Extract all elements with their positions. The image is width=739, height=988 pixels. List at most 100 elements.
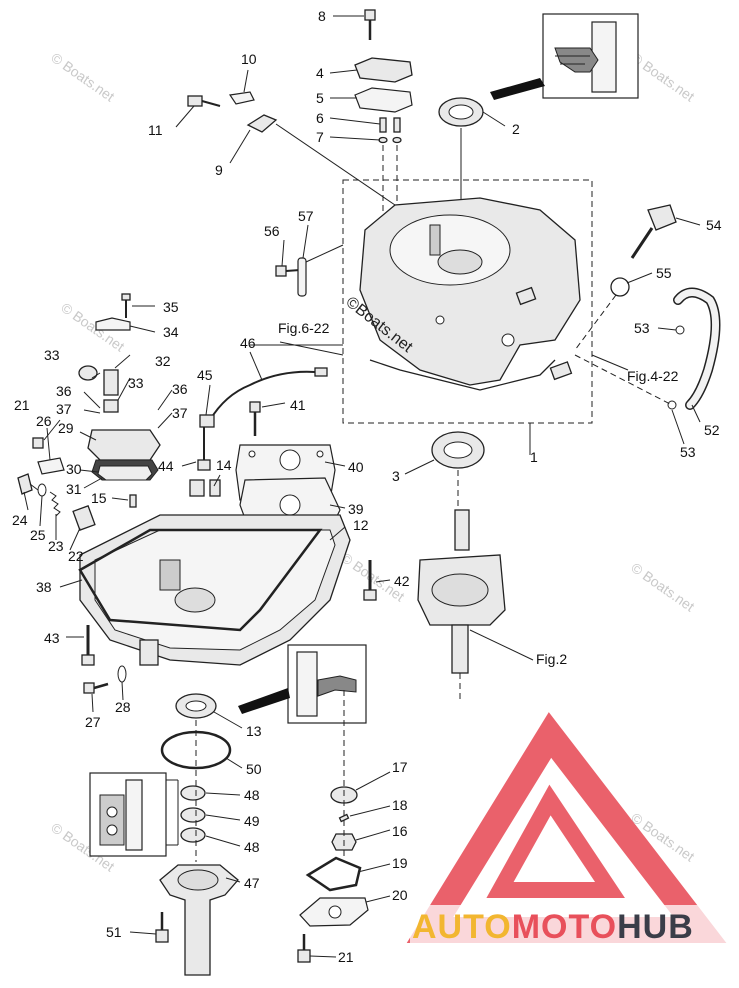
- callout-41: 41: [290, 397, 306, 413]
- callout-50: 50: [246, 761, 262, 777]
- callout-21: 21: [14, 397, 30, 413]
- callout-37b: 37: [172, 405, 188, 421]
- logo-inner-triangle: [486, 784, 625, 898]
- hose-52: [574, 287, 721, 410]
- bolt-21-bottom: [297, 934, 311, 963]
- callout-36: 36: [56, 383, 72, 399]
- gasket-19: [305, 856, 362, 892]
- callout-7: 7: [316, 129, 324, 145]
- callout-22: 22: [68, 548, 84, 564]
- callout-39: 39: [348, 501, 364, 517]
- callout-24: 24: [12, 512, 28, 528]
- bolt-27: [83, 682, 109, 694]
- callout-44: 44: [158, 458, 174, 474]
- seal-stack: [180, 785, 206, 843]
- callout-29: 29: [58, 420, 74, 436]
- callout-4: 4: [316, 65, 324, 81]
- callout-32: 32: [155, 353, 171, 369]
- callout-12: 12: [353, 517, 369, 533]
- callout-17: 17: [392, 759, 408, 775]
- cover-20: [299, 897, 369, 927]
- watermark: © Boats.net: [628, 49, 697, 104]
- callout-16: 16: [392, 823, 408, 839]
- callout-45: 45: [197, 367, 213, 383]
- callout-2: 2: [512, 121, 520, 137]
- callout-19: 19: [392, 855, 408, 871]
- callout-49: 49: [244, 813, 260, 829]
- callout-25: 25: [30, 527, 46, 543]
- pin-18: [338, 813, 350, 823]
- throttle-cable: [189, 367, 328, 497]
- callout-28: 28: [115, 699, 131, 715]
- callout-37: 37: [56, 401, 72, 417]
- crankshaft: [417, 509, 506, 700]
- callout-14: 14: [216, 457, 232, 473]
- inset-detail-lower-left: [89, 772, 179, 857]
- callout-11: 11: [148, 122, 163, 138]
- callout-30: 30: [66, 461, 82, 477]
- bolt-42: [363, 560, 377, 601]
- inset-detail-top: [490, 13, 639, 100]
- callout-26: 26: [36, 413, 52, 429]
- callout-18: 18: [392, 797, 408, 813]
- callout-48b: 48: [244, 839, 260, 855]
- cover-plate-stack: [354, 9, 413, 260]
- assembly-boundary: [342, 179, 593, 424]
- automotohub-logo: AUTOMOTOHUB: [406, 712, 730, 946]
- callout-55: 55: [656, 265, 672, 281]
- bearing-3: [431, 431, 485, 510]
- clip-57: [275, 244, 344, 297]
- lower-case-12: [79, 514, 351, 666]
- callout-3: 3: [392, 468, 400, 484]
- cover-group-29: [78, 293, 161, 481]
- callout-1: 1: [530, 449, 538, 465]
- fig-ref-4-22: Fig.4-22: [627, 368, 679, 384]
- callout-56: 56: [264, 223, 280, 239]
- callout-33b: 33: [128, 375, 144, 391]
- callout-40: 40: [348, 459, 364, 475]
- callout-21-bottom: 21: [338, 949, 354, 965]
- callout-34: 34: [163, 324, 179, 340]
- callout-15: 15: [91, 490, 107, 506]
- bolt-43: [81, 625, 95, 666]
- callout-46: 46: [240, 335, 256, 351]
- bolt-51: [155, 912, 169, 943]
- washer-28: [117, 665, 127, 683]
- callout-43: 43: [44, 630, 60, 646]
- figure-references: Fig.6-22 Fig.4-22 Fig.2: [278, 320, 679, 667]
- bracket-9: [187, 91, 396, 206]
- logo-text: AUTOMOTOHUB: [412, 908, 694, 946]
- callout-48: 48: [244, 787, 260, 803]
- callout-5: 5: [316, 90, 324, 106]
- callout-42: 42: [394, 573, 410, 589]
- oil-seal-2: [438, 97, 484, 240]
- watermark: © Boats.net: [628, 559, 697, 614]
- inset-detail-middle: [238, 644, 367, 724]
- seal-13: [175, 693, 217, 719]
- callout-8: 8: [318, 8, 326, 24]
- callout-10: 10: [241, 51, 257, 67]
- housing-47: [159, 864, 239, 976]
- callout-20: 20: [392, 887, 408, 903]
- fig-ref-2: Fig.2: [536, 651, 567, 667]
- callout-27: 27: [85, 714, 101, 730]
- callout-47: 47: [244, 875, 260, 891]
- gasket-38: [78, 528, 323, 632]
- callout-57: 57: [298, 208, 314, 224]
- watermark: © Boats.net: [48, 49, 117, 104]
- callout-52: 52: [704, 422, 720, 438]
- callout-51: 51: [106, 924, 122, 940]
- leader-lines: [23, 15, 701, 958]
- callout-38: 38: [36, 579, 52, 595]
- callout-53b: 53: [680, 444, 696, 460]
- callout-33: 33: [44, 347, 60, 363]
- callout-54: 54: [706, 217, 722, 233]
- callout-13: 13: [246, 723, 262, 739]
- callout-9: 9: [215, 162, 223, 178]
- fig-ref-6-22: Fig.6-22: [278, 320, 330, 336]
- crankcase-body: [359, 197, 581, 391]
- callout-53: 53: [634, 320, 650, 336]
- callout-36b: 36: [172, 381, 188, 397]
- callout-labels: 1 2 3 4 5 6 7 8 9 10 11 12 13 14 15 16 1…: [12, 8, 722, 965]
